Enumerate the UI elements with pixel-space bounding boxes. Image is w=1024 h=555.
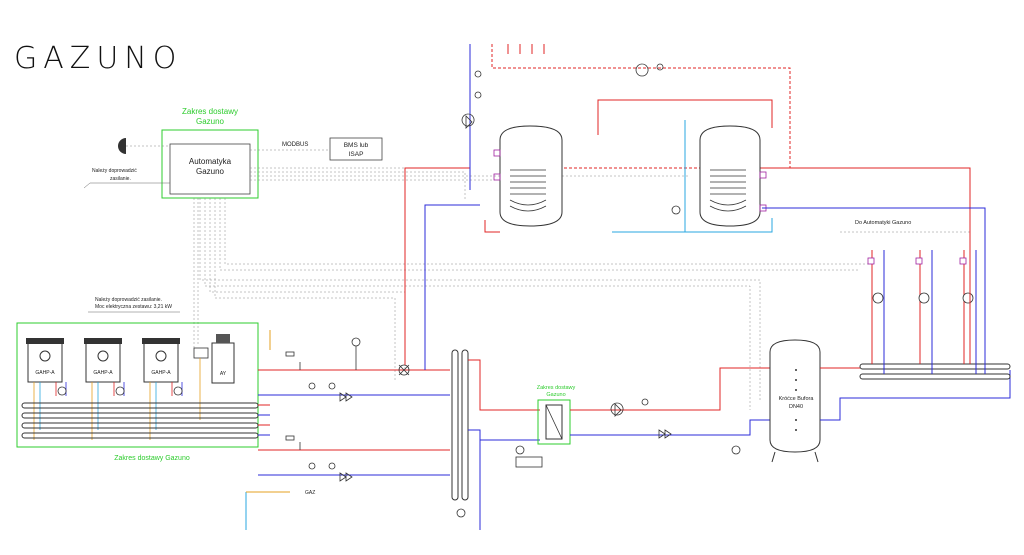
unit-label: AY xyxy=(220,371,227,377)
buffer-label-line2: DN40 xyxy=(789,404,803,410)
power-note2-line1: Należy doprowadzić zasilanie. xyxy=(95,297,162,303)
unit-label: GAHP-A xyxy=(151,370,171,376)
gas-label: GAZ xyxy=(305,490,315,496)
heat-pump-unit: GAHP-A xyxy=(84,338,122,383)
heat-pump-manifold xyxy=(21,402,259,439)
controller-title: Automatyka xyxy=(189,157,232,166)
buffer-tank: Króćce Bufora DN40 xyxy=(769,339,821,463)
scope-bottom-label: Zakres dostawy Gazuno xyxy=(114,455,190,462)
hydraulic-separator xyxy=(451,349,469,501)
power-note-line2: zasilanie. xyxy=(110,176,131,182)
distribution-fittings xyxy=(285,337,410,482)
brand-logo: GAZUNO xyxy=(14,41,182,76)
dhw-tank-1 xyxy=(493,125,563,227)
buffer-label-line1: Króćce Bufora xyxy=(779,396,815,402)
heat-pump-unit: GAHP-A xyxy=(142,338,180,383)
scope-title-top: Zakres dostawy xyxy=(182,107,238,116)
modbus-label: MODBUS xyxy=(282,142,308,148)
scope-subtitle-top: Gazuno xyxy=(196,117,225,126)
controller-subtitle: Gazuno xyxy=(196,167,225,176)
scope-title-mid: Zakres dostawy xyxy=(537,385,576,391)
heat-pump-unit: GAHP-A xyxy=(26,338,64,383)
unit-label: GAHP-A xyxy=(35,370,55,376)
scope-subtitle-mid: Gazuno xyxy=(546,392,565,398)
scope-box-heatpumps xyxy=(16,322,259,448)
power-note2-line2: Moc elektryczna zestawu: 3,21 kW xyxy=(95,304,172,310)
scope-box-exchanger xyxy=(537,399,571,445)
bms-line2: ISAP xyxy=(349,151,364,158)
dhw-tank-2 xyxy=(699,125,767,227)
bms-box xyxy=(329,137,383,161)
controller-box xyxy=(169,143,251,195)
bms-line1: BMS lub xyxy=(344,142,369,149)
right-distributor xyxy=(859,363,1011,380)
plate-exchanger xyxy=(545,404,563,440)
ay-unit: AY xyxy=(193,334,235,384)
automation-link-label: Do Automatyki Gazuno xyxy=(855,220,911,226)
unit-label: GAHP-A xyxy=(93,370,113,376)
signal-lines xyxy=(193,167,970,410)
room-sensor-icon xyxy=(118,138,126,154)
power-note-line1: Należy doprowadzić xyxy=(92,168,137,174)
